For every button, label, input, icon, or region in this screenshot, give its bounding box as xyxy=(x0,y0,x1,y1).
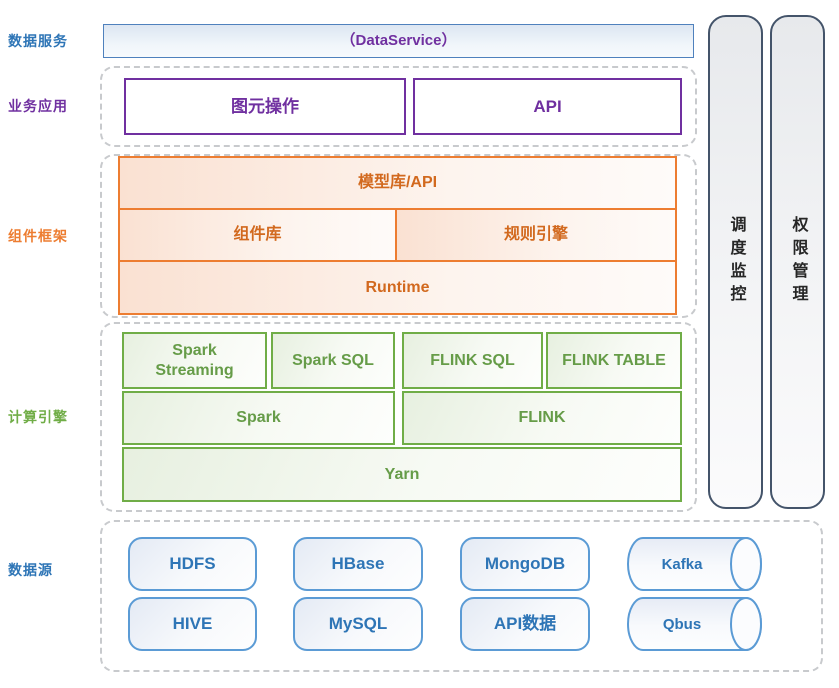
qbus-label: Qbus xyxy=(662,615,702,633)
flink-sql-box: FLINK SQL xyxy=(402,332,543,389)
spark-box: Spark xyxy=(122,391,395,445)
kafka-label: Kafka xyxy=(661,555,703,573)
cylinder-shape-icon xyxy=(627,537,762,591)
permission-management-bar: 权限管理 xyxy=(770,15,825,509)
data-source-container xyxy=(100,520,823,672)
hive-box: HIVE xyxy=(128,597,257,651)
tuyuan-operation-box: 图元操作 xyxy=(124,78,406,135)
yarn-box: Yarn xyxy=(122,447,682,502)
row-label-business-app: 业务应用 xyxy=(8,98,68,114)
mysql-box: MySQL xyxy=(293,597,423,651)
component-framework-container xyxy=(100,154,697,318)
business-app-container xyxy=(100,66,697,147)
flink-table-box: FLINK TABLE xyxy=(546,332,682,389)
rule-engine-box: 规则引擎 xyxy=(395,208,677,262)
compute-engine-container xyxy=(100,322,697,512)
api-data-box: API数据 xyxy=(460,597,590,651)
api-box: API xyxy=(413,78,682,135)
component-lib-box: 组件库 xyxy=(118,208,397,262)
mongodb-box: MongoDB xyxy=(460,537,590,591)
row-label-compute-engine: 计算引擎 xyxy=(8,409,68,425)
permission-management-label: 权限管理 xyxy=(789,216,807,308)
runtime-box: Runtime xyxy=(118,260,677,315)
qbus-cylinder: Qbus xyxy=(627,597,763,651)
scheduling-monitor-bar: 调度监控 xyxy=(708,15,763,509)
scheduling-monitor-label: 调度监控 xyxy=(727,216,745,308)
row-label-data-source: 数据源 xyxy=(8,562,53,578)
spark-streaming-box: Spark Streaming xyxy=(122,332,267,389)
model-lib-api-box: 模型库/API xyxy=(118,156,677,210)
row-label-component-framework: 组件框架 xyxy=(8,228,68,244)
spark-sql-box: Spark SQL xyxy=(271,332,395,389)
row-label-data-service: 数据服务 xyxy=(8,33,68,49)
cylinder-shape-icon xyxy=(627,597,762,651)
dataservice-box: （DataService） xyxy=(103,24,694,58)
hdfs-box: HDFS xyxy=(128,537,257,591)
hbase-box: HBase xyxy=(293,537,423,591)
kafka-cylinder: Kafka xyxy=(627,537,763,591)
flink-box: FLINK xyxy=(402,391,682,445)
